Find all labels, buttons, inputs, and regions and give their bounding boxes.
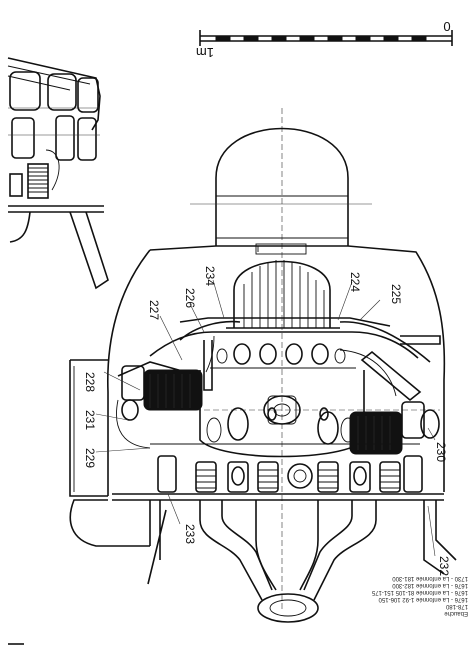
callout-228: 228 — [83, 372, 97, 392]
scale-label-end: 1m — [196, 45, 214, 60]
supercharger-impeller — [226, 260, 340, 329]
callout-234: 234 — [203, 266, 217, 286]
cowling-dome — [215, 127, 349, 246]
outer-housing-left — [106, 249, 151, 496]
callout-225: 225 — [389, 284, 403, 304]
callout-224: 224 — [348, 272, 362, 292]
legend-line-6: 1730 - La enfonnée 181-300 — [392, 575, 468, 581]
exhaust-manifold — [69, 499, 457, 623]
callout-leaders — [95, 279, 436, 557]
callout-230: 230 — [434, 442, 448, 462]
lower-cylinders — [157, 455, 423, 493]
side-view-fragment — [7, 57, 109, 290]
legend-line-4: 1676 - La enfonnée 81-105 151-175 — [371, 589, 468, 595]
revision-legend: Ebauche 178-180 1676 - La enfonnée 1-92 … — [371, 575, 468, 616]
callout-226: 226 — [183, 288, 197, 308]
callout-229: 229 — [83, 448, 97, 468]
outer-housing-right — [149, 245, 446, 492]
callout-labels: 224 225 226 227 228 229 230 231 232 233 … — [83, 266, 451, 576]
legend-line-5: 1676 - La enfonnée 182-300 — [392, 582, 468, 588]
scale-bar: 0 1m — [196, 19, 453, 60]
legend-line-2: 178-180 — [445, 603, 468, 609]
legend-line-3: 1676 - La enfonnée 1-92 106-150 — [378, 596, 468, 602]
cylinder-left — [116, 361, 203, 449]
callout-227: 227 — [147, 300, 161, 320]
valve-rod-right — [360, 350, 422, 402]
scale-label-zero: 0 — [443, 19, 450, 34]
legend-line-1: Ebauche — [444, 610, 468, 616]
engine-front-view: 224 225 226 227 228 229 230 231 232 233 … — [69, 108, 457, 623]
callout-233: 233 — [183, 524, 197, 544]
cylinder-right — [339, 349, 440, 455]
callout-232: 232 — [437, 556, 451, 576]
port-holes — [216, 343, 346, 365]
callout-231: 231 — [83, 410, 97, 430]
